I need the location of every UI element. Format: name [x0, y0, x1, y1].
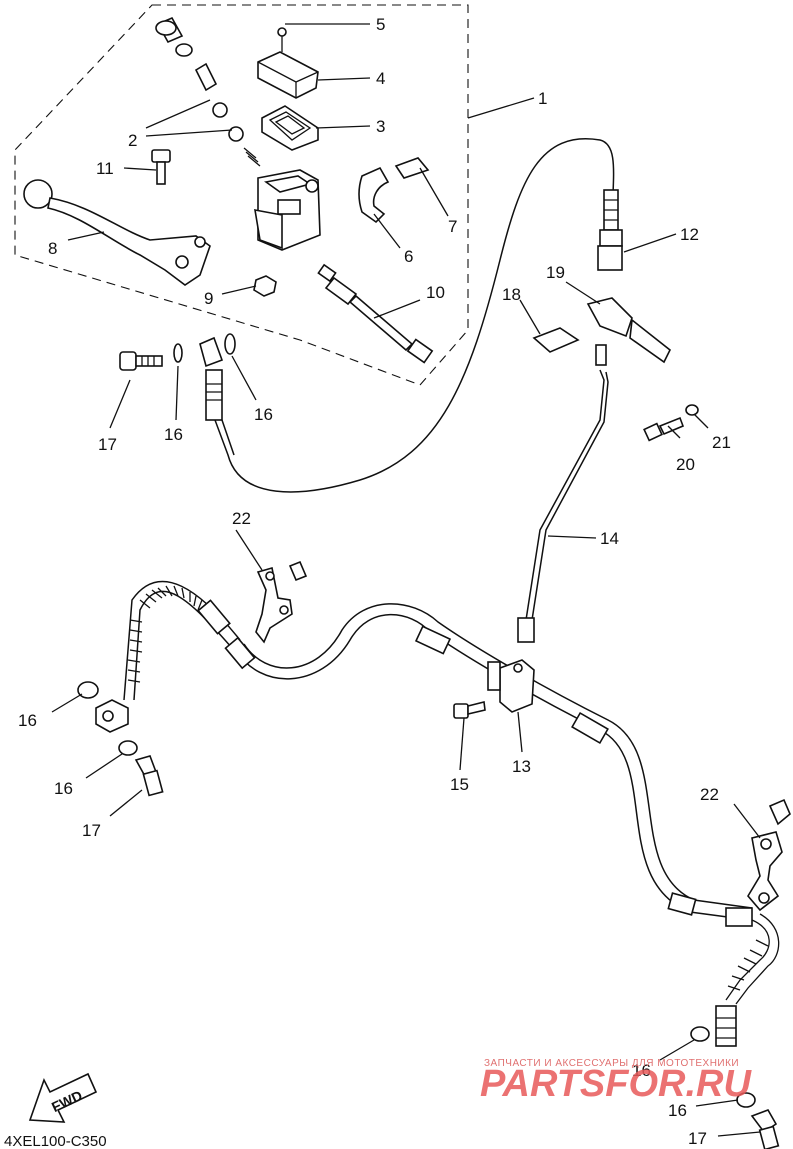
copper-washer-lower-left-b — [118, 740, 138, 756]
hose-fitting-upper-right — [597, 189, 623, 271]
upper-union-bolt — [119, 351, 163, 371]
hose-joint — [487, 659, 535, 713]
callout-16-upper-b: 16 — [254, 405, 273, 424]
upper-hose-fitting — [199, 336, 224, 421]
callout-12: 12 — [680, 225, 699, 244]
hose-sleeve-left — [127, 585, 256, 683]
callout-14: 14 — [600, 529, 619, 548]
callout-20: 20 — [676, 455, 695, 474]
lower-left-union-bolt — [134, 755, 164, 797]
copper-washer-lower-left-a — [77, 681, 99, 699]
callout-17-lower-right: 17 — [688, 1129, 707, 1148]
reservoir-cap — [257, 51, 319, 99]
callout-16-upper-a: 16 — [164, 425, 183, 444]
watermark-tagline: ЗАПЧАСТИ И АКСЕССУАРЫ ДЛЯ МОТОТЕХНИКИ — [484, 1058, 739, 1069]
copper-washer-upper-b — [224, 333, 236, 355]
callout-2: 2 — [128, 131, 137, 150]
brake-hose-upper — [214, 138, 615, 493]
callout-1: 1 — [538, 89, 547, 108]
callout-16-lower-left-b: 16 — [54, 779, 73, 798]
callout-3: 3 — [376, 117, 385, 136]
master-cylinder-assembly-outline — [14, 4, 469, 386]
diagram-code: 4XEL100-C350 — [4, 1133, 107, 1149]
leader-lines — [51, 23, 761, 1137]
callout-8: 8 — [48, 239, 57, 258]
watermark-brand: PARTSFOR.RU — [480, 1063, 752, 1105]
hose-sleeve-right — [667, 892, 780, 1047]
hose-guide-22-right — [747, 798, 791, 912]
hose-sleeve-middle — [414, 625, 609, 745]
callout-11: 11 — [96, 159, 114, 178]
forward-direction-arrow: FWD — [28, 1072, 98, 1123]
bracket-washer-21 — [685, 404, 699, 416]
callout-17-lower-left: 17 — [82, 821, 101, 840]
master-cylinder-holder — [358, 166, 390, 224]
callout-22-left: 22 — [232, 509, 251, 528]
callout-7: 7 — [448, 217, 457, 236]
callout-19: 19 — [546, 263, 565, 282]
callout-18: 18 — [502, 285, 521, 304]
piston-kit — [155, 16, 261, 167]
holder-bolt — [394, 157, 430, 179]
callout-22-right: 22 — [700, 785, 719, 804]
callout-16-lower-left-a: 16 — [18, 711, 37, 730]
lower-left-hose-fitting — [95, 699, 129, 733]
hose-bracket-19 — [586, 297, 672, 364]
brake-lever — [23, 179, 211, 286]
callout-13: 13 — [512, 757, 531, 776]
callout-15: 15 — [450, 775, 469, 794]
lever-nut — [253, 275, 277, 297]
copper-washer-lower-right-a — [690, 1026, 710, 1042]
callout-21: 21 — [712, 433, 731, 452]
callout-4: 4 — [376, 69, 385, 88]
callout-17-upper: 17 — [98, 435, 117, 454]
pivot-bolt — [151, 149, 171, 185]
callout-6: 6 — [404, 247, 413, 266]
brake-light-switch — [317, 263, 434, 364]
brake-pipe — [517, 344, 609, 643]
callout-16-lower-right-a: 16 — [632, 1061, 651, 1080]
callout-5: 5 — [376, 15, 385, 34]
callout-16-lower-right-b: 16 — [668, 1101, 687, 1120]
copper-washer-upper-a — [173, 343, 183, 363]
joint-bolt — [453, 701, 486, 719]
watermark: ЗАПЧАСТИ И АКСЕССУАРЫ ДЛЯ МОТОТЕХНИКИ PA… — [480, 1058, 752, 1105]
bracket-bolt-20 — [643, 416, 685, 442]
callout-9: 9 — [204, 289, 213, 308]
master-cylinder-body — [254, 169, 321, 251]
reservoir-diaphragm — [261, 105, 319, 151]
hose-clamp-18 — [532, 327, 580, 353]
callout-10: 10 — [426, 283, 445, 302]
callout-labels: 5 4 3 1 7 6 11 2 8 9 10 12 19 18 20 21 1… — [18, 15, 731, 1148]
brake-hose-lower — [235, 613, 751, 921]
cap-screw — [277, 27, 287, 52]
lower-right-union-bolt — [750, 1109, 780, 1149]
hose-guide-22-left — [255, 560, 308, 644]
